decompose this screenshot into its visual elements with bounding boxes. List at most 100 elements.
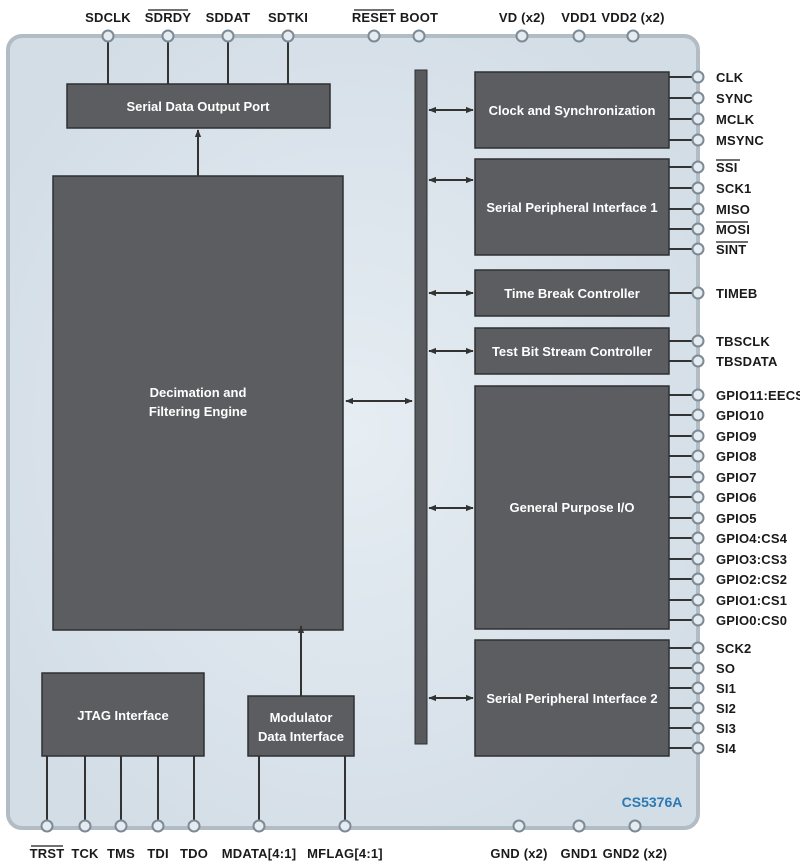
pin-label-sdclk: SDCLK <box>85 10 131 25</box>
chip-name: CS5376A <box>622 794 683 810</box>
pin-miso <box>691 202 705 216</box>
dfe-label-line1: Decimation and <box>150 385 247 400</box>
modulator-label-line2: Data Interface <box>258 729 344 744</box>
pin-vdd1 <box>572 29 586 43</box>
pin-si4 <box>691 741 705 755</box>
pin-label-tms: TMS <box>107 846 135 861</box>
pin-tdi <box>151 819 165 833</box>
tbs-label: Test Bit Stream Controller <box>492 344 652 359</box>
pin-mdata-4-1 <box>252 819 266 833</box>
pin-label-vd-x2: VD (x2) <box>499 10 545 25</box>
pin-tbsdata <box>691 354 705 368</box>
gpio-label: General Purpose I/O <box>510 500 635 515</box>
spi2-block <box>474 639 670 757</box>
pin-label-vdd1: VDD1 <box>561 10 596 25</box>
pin-label-ssi: SSI <box>716 160 738 175</box>
clock-sync-block <box>474 71 670 149</box>
pin-gpio10 <box>691 408 705 422</box>
pin-label-sync: SYNC <box>716 91 753 106</box>
pin-label-miso: MISO <box>716 202 750 217</box>
pin-sint <box>691 242 705 256</box>
pin-label-gpio5: GPIO5 <box>716 511 757 526</box>
spi1-label: Serial Peripheral Interface 1 <box>486 200 657 215</box>
pin-label-tdo: TDO <box>180 846 208 861</box>
pin-label-tck: TCK <box>71 846 99 861</box>
pin-gpio4-cs4 <box>691 531 705 545</box>
pin-gpio1-cs1 <box>691 593 705 607</box>
pin-mosi <box>691 222 705 236</box>
pin-label-gnd1: GND1 <box>561 846 598 861</box>
jtag-label: JTAG Interface <box>77 708 169 723</box>
pin-gpio2-cs2 <box>691 572 705 586</box>
clock-sync-label: Clock and Synchronization <box>489 103 656 118</box>
tbs-block <box>474 327 670 375</box>
pin-timeb <box>691 286 705 300</box>
pin-label-si3: SI3 <box>716 721 736 736</box>
pin-label-sck2: SCK2 <box>716 641 751 656</box>
pin-label-gpio1-cs1: GPIO1:CS1 <box>716 593 787 608</box>
pin-gpio8 <box>691 449 705 463</box>
pin-label-trst: TRST <box>30 846 65 861</box>
pin-tdo <box>187 819 201 833</box>
pin-label-sint: SINT <box>716 242 746 257</box>
pin-label-mdata-4-1: MDATA[4:1] <box>222 846 296 861</box>
dfe-label-line2: Filtering Engine <box>149 404 247 419</box>
pin-label-gpio9: GPIO9 <box>716 429 757 444</box>
pin-label-gnd-x2: GND (x2) <box>490 846 547 861</box>
internal-bus <box>414 69 428 745</box>
serial-output-block <box>66 83 331 129</box>
pin-tms <box>114 819 128 833</box>
pin-si2 <box>691 701 705 715</box>
pin-label-si1: SI1 <box>716 681 736 696</box>
pin-sync <box>691 91 705 105</box>
pin-gnd2-x2 <box>628 819 642 833</box>
pin-label-gpio0-cs0: GPIO0:CS0 <box>716 613 787 628</box>
pin-mclk <box>691 112 705 126</box>
pin-label-sdtki: SDTKI <box>268 10 308 25</box>
timebreak-block <box>474 269 670 317</box>
pin-sck2 <box>691 641 705 655</box>
pin-label-timeb: TIMEB <box>716 286 757 301</box>
pin-label-clk: CLK <box>716 70 744 85</box>
pin-label-msync: MSYNC <box>716 133 764 148</box>
pin-label-sddat: SDDAT <box>206 10 251 25</box>
pin-so <box>691 661 705 675</box>
pin-mflag-4-1 <box>338 819 352 833</box>
pin-clk <box>691 70 705 84</box>
pin-gnd-x2 <box>512 819 526 833</box>
pin-gpio11-eecs <box>691 388 705 402</box>
pin-boot <box>412 29 426 43</box>
pin-label-mflag-4-1: MFLAG[4:1] <box>307 846 383 861</box>
pin-label-gpio7: GPIO7 <box>716 470 757 485</box>
pin-label-mosi: MOSI <box>716 222 750 237</box>
pin-label-tbsclk: TBSCLK <box>716 334 770 349</box>
timebreak-label: Time Break Controller <box>504 286 640 301</box>
pin-sdtki <box>281 29 295 43</box>
pin-gpio9 <box>691 429 705 443</box>
pin-msync <box>691 133 705 147</box>
pin-label-tdi: TDI <box>147 846 169 861</box>
pin-vdd2-x2 <box>626 29 640 43</box>
jtag-block <box>41 672 205 757</box>
pin-label-gpio2-cs2: GPIO2:CS2 <box>716 572 787 587</box>
pin-ssi <box>691 160 705 174</box>
pin-label-tbsdata: TBSDATA <box>716 354 778 369</box>
pin-gpio7 <box>691 470 705 484</box>
pin-reset <box>367 29 381 43</box>
pin-label-so: SO <box>716 661 735 676</box>
modulator-label-line1: Modulator <box>270 710 333 725</box>
gpio-block <box>474 385 670 630</box>
pin-gnd1 <box>572 819 586 833</box>
pin-sdrdy <box>161 29 175 43</box>
spi1-block <box>474 158 670 256</box>
modulator-block <box>247 695 355 757</box>
pin-sdclk <box>101 29 115 43</box>
pin-sddat <box>221 29 235 43</box>
pin-label-gpio6: GPIO6 <box>716 490 757 505</box>
pin-tbsclk <box>691 334 705 348</box>
pin-label-vdd2-x2: VDD2 (x2) <box>601 10 664 25</box>
pin-tck <box>78 819 92 833</box>
pin-label-gpio8: GPIO8 <box>716 449 757 464</box>
pin-label-si2: SI2 <box>716 701 736 716</box>
pin-label-sdrdy: SDRDY <box>145 10 192 25</box>
